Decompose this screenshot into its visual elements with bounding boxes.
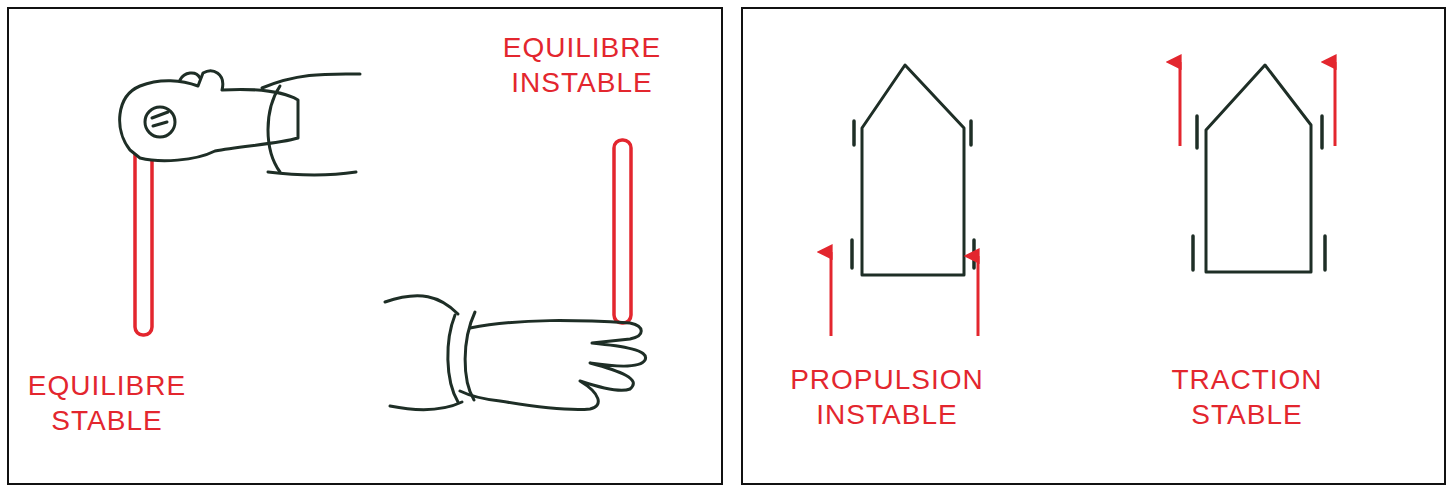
handwritten-label: EQUILIBRE STABLE — [12, 368, 202, 438]
rod — [135, 140, 152, 335]
panel-frame — [8, 8, 722, 484]
handwritten-label: PROPULSION INSTABLE — [777, 362, 997, 432]
wheel — [852, 121, 974, 268]
wheel — [1193, 116, 1325, 270]
holding-hand — [120, 71, 360, 175]
force-arrow — [831, 252, 978, 336]
rod — [614, 140, 631, 323]
force-arrow — [1180, 62, 1335, 146]
panel-frame — [742, 8, 1445, 484]
handwritten-label: TRACTION STABLE — [1142, 362, 1352, 432]
open-hand — [385, 296, 646, 410]
handwritten-label: EQUILIBRE INSTABLE — [482, 30, 682, 100]
car-body — [1206, 65, 1311, 272]
car-body — [862, 65, 964, 275]
